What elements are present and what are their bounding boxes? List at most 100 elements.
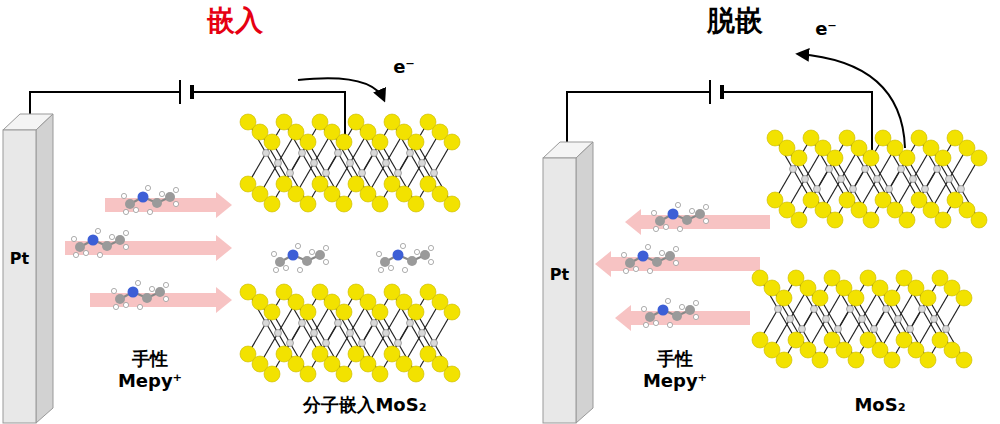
c-atom <box>125 199 135 209</box>
h-atom <box>133 207 138 212</box>
mos2-layer <box>240 284 460 382</box>
s-atom <box>848 352 864 368</box>
s-atom <box>884 352 900 368</box>
mo-atom <box>910 176 917 183</box>
mo-atom <box>323 340 330 347</box>
h-atom <box>651 210 656 215</box>
h-atom <box>663 224 668 229</box>
mo-atom <box>883 306 890 313</box>
mo-atom <box>287 170 294 177</box>
h-atom <box>295 243 300 248</box>
electrode-label: Pt <box>10 249 29 268</box>
s-atom <box>899 150 915 166</box>
h-atom <box>693 314 698 319</box>
s-atom <box>336 134 352 150</box>
s-atom <box>899 212 915 228</box>
s-atom <box>956 352 972 368</box>
mepy-molecule <box>121 185 178 214</box>
s-atom <box>264 304 280 320</box>
ion-label: 手性 Mepy⁺ <box>110 348 190 391</box>
mo-atom <box>287 340 294 347</box>
mo-atom <box>958 186 965 193</box>
h-atom <box>673 260 678 265</box>
h-atom <box>123 230 128 235</box>
s-atom <box>264 366 280 382</box>
n-atom <box>658 305 669 316</box>
h-atom <box>145 185 150 190</box>
n-atom <box>138 192 149 203</box>
mo-atom <box>263 150 270 157</box>
h-atom <box>123 244 128 249</box>
h-atom <box>83 250 88 255</box>
n-atom <box>393 250 404 261</box>
h-atom <box>109 234 114 239</box>
mos2-layer <box>240 114 460 212</box>
c-atom <box>645 312 655 322</box>
s-atom <box>372 366 388 382</box>
mo-atom <box>886 186 893 193</box>
s-atom <box>812 352 828 368</box>
mo-atom <box>814 186 821 193</box>
h-atom <box>378 267 383 272</box>
c-atom <box>142 293 152 303</box>
c-atom <box>625 258 635 268</box>
h-atom <box>653 226 658 231</box>
c-atom <box>652 257 662 267</box>
mo-atom <box>826 166 833 173</box>
h-atom <box>659 250 664 255</box>
mo-atom <box>383 330 390 337</box>
s-atom <box>920 352 936 368</box>
s-atom <box>372 134 388 150</box>
h-atom <box>163 282 168 287</box>
c-atom <box>695 209 705 219</box>
wire <box>192 92 345 150</box>
panel-title: 嵌入 <box>207 4 263 38</box>
h-atom <box>173 201 178 206</box>
s-atom <box>300 196 316 212</box>
battery-plate <box>709 80 711 104</box>
wire <box>722 92 872 150</box>
c-atom <box>275 257 285 267</box>
mo-atom <box>850 186 857 193</box>
panel-title: 脱嵌 <box>707 4 763 38</box>
h-atom <box>643 322 648 327</box>
electron-arrow <box>298 78 384 100</box>
mo-atom <box>799 326 806 333</box>
mo-atom <box>371 150 378 157</box>
flow-arrow <box>625 209 770 235</box>
c-atom <box>102 241 112 251</box>
h-atom <box>163 296 168 301</box>
mo-atom <box>862 166 869 173</box>
mo-atom <box>431 340 438 347</box>
s-atom <box>791 150 807 166</box>
s-atom <box>884 290 900 306</box>
electrode-slab: Pt <box>0 112 56 424</box>
material-label: MoS₂ <box>854 394 905 416</box>
mo-atom <box>847 306 854 313</box>
h-atom <box>173 187 178 192</box>
h-atom <box>633 266 638 271</box>
mo-atom <box>934 166 941 173</box>
mo-atom <box>823 316 830 323</box>
mo-atom <box>347 160 354 167</box>
mo-atom <box>263 320 270 327</box>
c-atom <box>155 287 165 297</box>
s-atom <box>935 150 951 166</box>
mo-atom <box>931 316 938 323</box>
s-atom <box>848 290 864 306</box>
mo-atom <box>299 320 306 327</box>
h-atom <box>123 209 128 214</box>
mo-atom <box>775 306 782 313</box>
s-atom <box>956 290 972 306</box>
c-atom <box>685 305 695 315</box>
mo-atom <box>895 316 902 323</box>
flow-arrow <box>90 287 232 313</box>
c-atom <box>655 216 665 226</box>
h-atom <box>623 268 628 273</box>
h-atom <box>71 236 76 241</box>
h-atom <box>647 268 652 273</box>
s-atom <box>791 212 807 228</box>
h-atom <box>376 251 381 256</box>
slab-front <box>543 158 576 423</box>
h-atom <box>428 245 433 250</box>
